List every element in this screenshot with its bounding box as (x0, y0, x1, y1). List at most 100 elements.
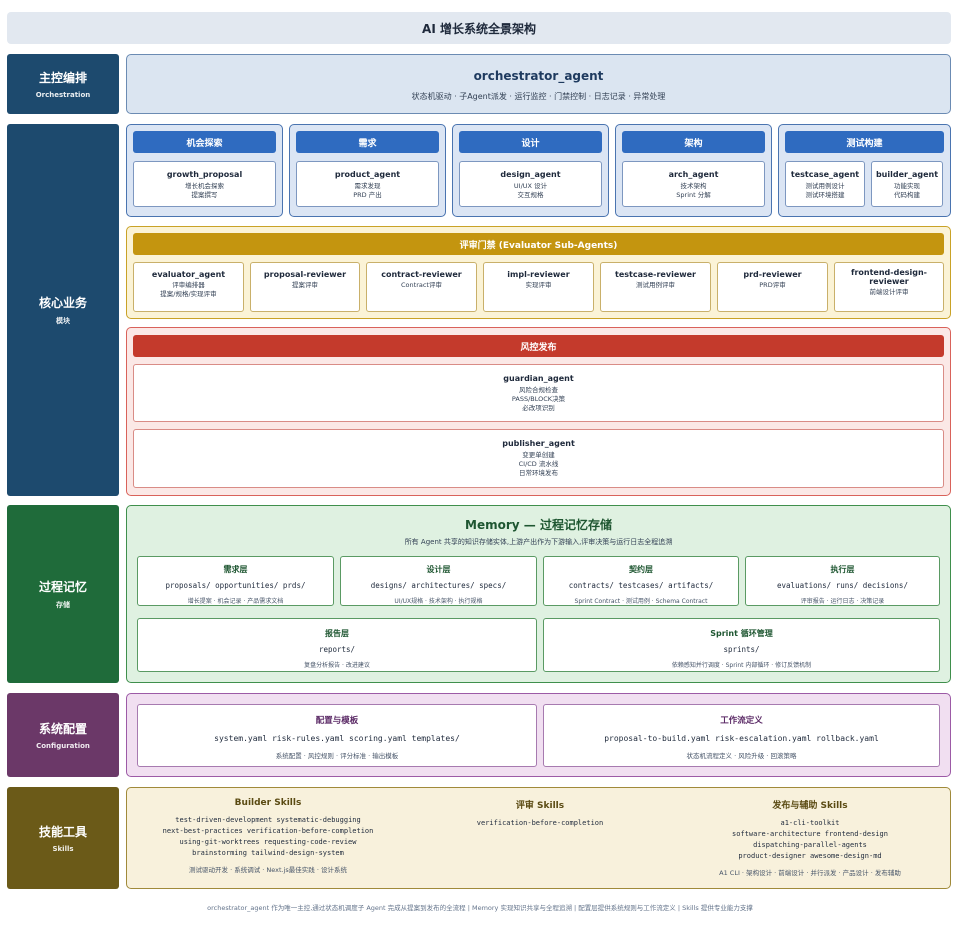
skills-name: 发布与辅助 Skills (772, 801, 848, 811)
layer-paths: proposals/ opportunities/ prds/ (165, 581, 306, 590)
skill-item: test-driven-development systematic-debug… (175, 816, 361, 824)
evaluator-card: evaluator_agent 评审编排器 提案/规格/实现评审 (133, 262, 244, 312)
row-label-skills: 技能工具 Skills (7, 787, 119, 889)
config-desc: 系统配置 · 风控规则 · 评分标准 · 输出模板 (275, 752, 399, 760)
evaluator-card: prd-reviewer PRD评审 (717, 262, 828, 312)
agent-name: arch_agent (668, 170, 719, 179)
memory-title: Memory — 过程记忆存储 (465, 518, 612, 532)
agent-desc: 实现评审 (525, 281, 552, 290)
memory-layer: 契约层 contracts/ testcases/ artifacts/ Spr… (543, 556, 739, 606)
skill-item: next-best-practices verification-before-… (162, 826, 374, 835)
agent-card: product_agent 需求发现 PRD 产出 (296, 161, 439, 207)
layer-name: Sprint 循环管理 (710, 629, 773, 638)
config-files: proposal-to-build.yaml risk-escalation.y… (604, 734, 879, 743)
agent-desc: 功能实现 (894, 182, 920, 190)
agent-name: contract-reviewer (381, 270, 462, 279)
layer-desc: 复盘分析报告 · 改进建议 (304, 662, 370, 669)
agent-desc: CI/CD 流水线 (518, 460, 559, 469)
agent-name: builder_agent (875, 170, 939, 179)
layer-paths: designs/ architectures/ specs/ (370, 581, 507, 590)
agent-name: growth_proposal (166, 170, 243, 179)
layer-name: 设计层 (426, 565, 451, 574)
agent-card: arch_agent 技术架构 Sprint 分解 (622, 161, 765, 207)
group-header: 设计 (459, 131, 602, 153)
agent-desc: 日常环境发布 (519, 469, 558, 478)
evaluator-card: testcase-reviewer 测试用例评审 (600, 262, 711, 312)
skills-desc: A1 CLI · 架构设计 · 前端设计 · 并行派发 · 产品设计 · 发布辅… (719, 869, 901, 878)
agent-name: product_agent (334, 170, 401, 179)
skills-items: test-driven-development systematic-debug… (137, 815, 399, 858)
agent-desc: 评审编排器 (172, 281, 205, 290)
row-label-core: 核心业务 模块 (7, 124, 119, 496)
agent-desc: 技术架构 (680, 182, 707, 190)
agent-card: testcase_agent 测试用例设计 测试环境搭建 (785, 161, 865, 207)
layer-name: 执行层 (830, 565, 855, 574)
skill-item: using-git-worktrees requesting-code-revi… (179, 837, 357, 846)
group-header: 测试构建 (785, 131, 944, 153)
row-label-zh: 主控编排 (38, 71, 87, 85)
agent-name: design_agent (500, 170, 561, 179)
layer-desc: Sprint Contract · 测试用例 · Schema Contract (574, 598, 708, 605)
agent-desc: 提案评审 (292, 281, 318, 290)
row-label-en: 模块 (56, 317, 70, 325)
agent-desc: 代码构建 (894, 190, 920, 199)
orchestrator-panel: orchestrator_agent 状态机驱动 · 子Agent派发 · 运行… (126, 54, 951, 114)
row-label-config: 系统配置 Configuration (7, 693, 119, 777)
group-architecture: 架构 arch_agent 技术架构 Sprint 分解 (615, 124, 772, 217)
agent-desc: PASS/BLOCK决策 (511, 395, 566, 404)
row-label-orchestration: 主控编排 Orchestration (7, 54, 119, 114)
agent-desc: 风险合规检查 (519, 386, 558, 394)
config-name: 工作流定义 (720, 716, 763, 726)
row-label-zh: 系统配置 (38, 722, 87, 736)
orchestrator-name: orchestrator_agent (473, 69, 604, 83)
row-label-en: Orchestration (35, 91, 91, 99)
skill-item: brainstorming tailwind-design-system (192, 848, 344, 857)
agent-name: frontend-design-reviewer (850, 268, 927, 287)
layer-paths: reports/ (318, 645, 356, 654)
row-label-memory: 过程记忆 存储 (7, 505, 119, 683)
skills-items: a1-cli-toolkit software-architecture fro… (680, 818, 940, 861)
agent-desc: Contract评审 (401, 281, 442, 290)
page-title: AI 增长系统全景架构 (7, 12, 951, 44)
risk-card-publisher: publisher_agent 变更单创建 CI/CD 流水线 日常环境发布 (133, 429, 944, 488)
agent-desc: 必改项识别 (522, 404, 555, 413)
agent-name: proposal-reviewer (263, 270, 347, 279)
evaluator-card: proposal-reviewer 提案评审 (250, 262, 360, 312)
agent-name: prd-reviewer (743, 270, 802, 279)
layer-name: 契约层 (629, 565, 653, 574)
layer-desc: 依赖感知并行调度 · Sprint 内部循环 · 修订反馈机制 (671, 662, 812, 669)
memory-layer: 报告层 reports/ 复盘分析报告 · 改进建议 (137, 618, 537, 672)
agent-desc: 变更单创建 (522, 451, 555, 459)
group-header: 机会探索 (133, 131, 276, 153)
row-label-zh: 核心业务 (38, 296, 87, 310)
memory-layer: 需求层 proposals/ opportunities/ prds/ 增长提案… (137, 556, 334, 606)
skill-item: software-architecture frontend-design (732, 829, 888, 838)
agent-desc: 测试环境搭建 (805, 190, 845, 199)
memory-layer: Sprint 循环管理 sprints/ 依赖感知并行调度 · Sprint 内… (543, 618, 940, 672)
group-test-build: 测试构建 testcase_agent 测试用例设计 测试环境搭建 builde… (778, 124, 951, 217)
layer-desc: UI/UX规格 · 技术架构 · 执行规格 (394, 598, 483, 605)
skill-item: a1-cli-toolkit (780, 819, 840, 827)
skills-name: 评审 Skills (515, 801, 565, 811)
agent-desc: UI/UX 设计 (513, 182, 548, 190)
config-desc: 状态机流程定义 · 风险升级 · 回滚策略 (686, 752, 797, 760)
agent-name: guardian_agent (503, 374, 574, 383)
agent-name: testcase_agent (790, 170, 860, 179)
evaluator-card: impl-reviewer 实现评审 (483, 262, 594, 312)
row-label-zh: 过程记忆 (38, 580, 87, 594)
memory-layer: 执行层 evaluations/ runs/ decisions/ 评审报告 ·… (745, 556, 940, 606)
layer-name: 报告层 (325, 629, 349, 638)
skills-review: 评审 Skills verification-before-completion (410, 798, 670, 829)
memory-subtitle: 所有 Agent 共享的知识存储实体,上游产出作为下游输入,评审决策与运行日志全… (404, 538, 673, 546)
footer-note: orchestrator_agent 作为唯一主控,通过状态机调度子 Agent… (207, 904, 753, 912)
group-opportunity: 机会探索 growth_proposal 增长机会探索 提案撰写 (126, 124, 283, 217)
agent-name: publisher_agent (502, 439, 575, 448)
skill-item: dispatching-parallel-agents (753, 840, 867, 849)
evaluator-header: 评审门禁 (Evaluator Sub-Agents) (133, 233, 944, 255)
row-label-en: 存储 (56, 601, 70, 609)
config-card: 工作流定义 proposal-to-build.yaml risk-escala… (543, 704, 940, 767)
config-files: system.yaml risk-rules.yaml scoring.yaml… (214, 734, 460, 743)
skills-items: verification-before-completion (410, 818, 670, 829)
skills-name: Builder Skills (234, 798, 302, 808)
agent-desc: 提案撰写 (191, 190, 218, 199)
